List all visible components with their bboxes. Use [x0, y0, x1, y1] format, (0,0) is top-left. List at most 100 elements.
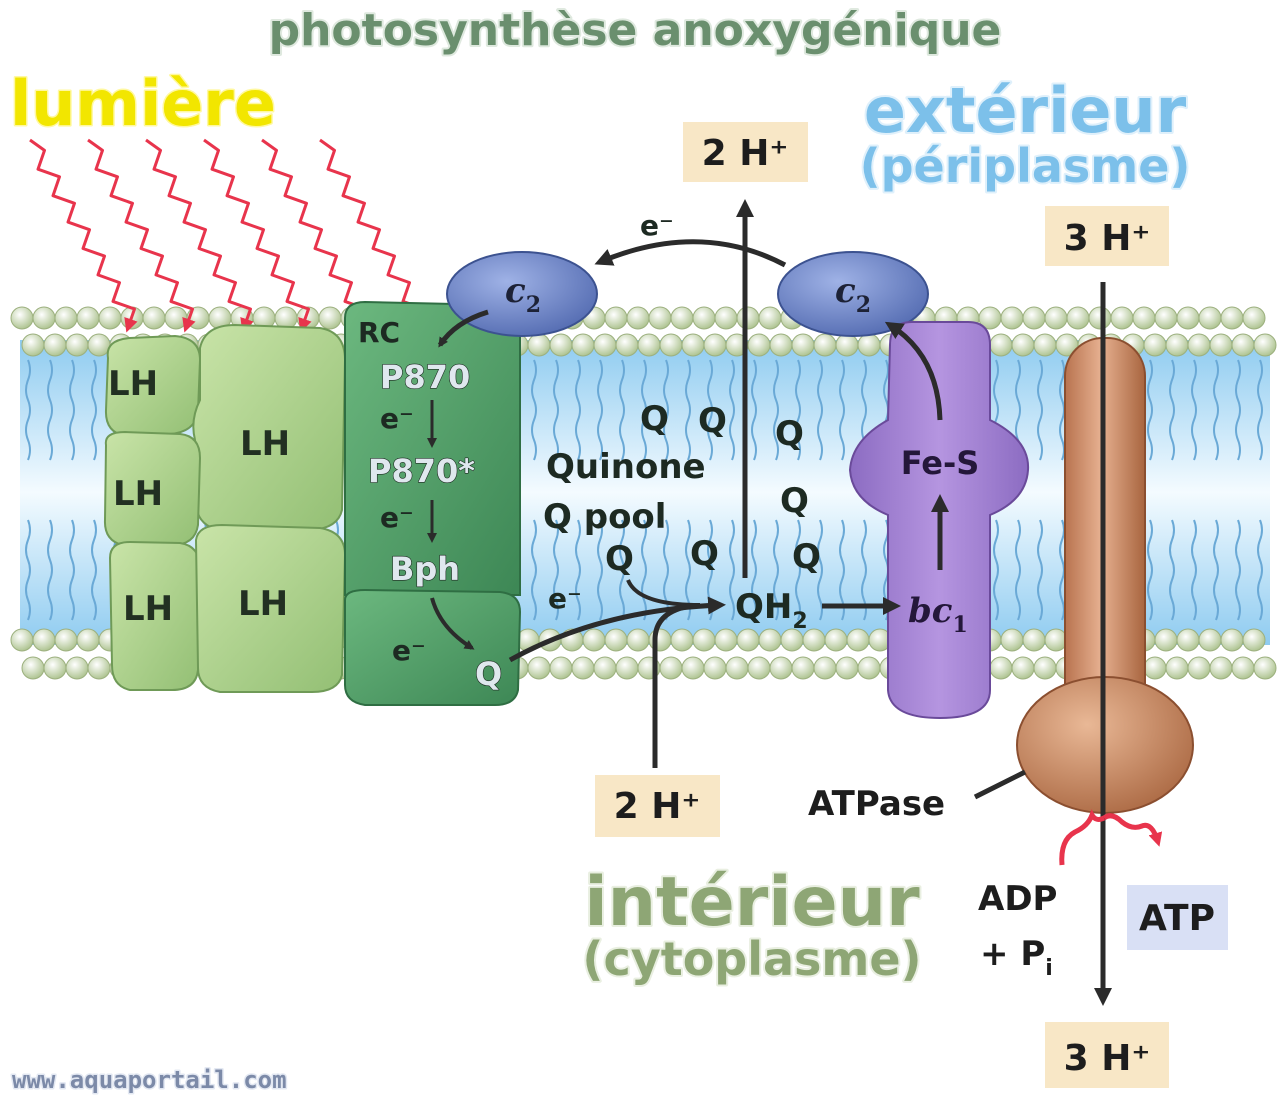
- lipid-head: [32, 306, 56, 330]
- lh-label-4: LH: [123, 589, 173, 629]
- lipid-head: [615, 333, 639, 357]
- lipid-tail: [619, 359, 625, 461]
- lipid-head: [703, 333, 727, 357]
- c2-left-label: c2: [505, 271, 541, 318]
- lipid-tail: [817, 359, 823, 461]
- proton-box-bottom: [595, 775, 720, 837]
- lipid-head: [813, 656, 837, 680]
- lipid-head: [1187, 656, 1211, 680]
- quinone-q-2: Q: [698, 401, 727, 441]
- lipid-tail: [91, 359, 97, 461]
- lipid-head: [1143, 656, 1167, 680]
- atpase-label: ATPase: [808, 784, 945, 824]
- lipid-head: [10, 628, 34, 652]
- bc1-label: bc1: [908, 591, 968, 638]
- lipid-head: [582, 628, 606, 652]
- lipid-head: [846, 628, 870, 652]
- arrow-bph-to-q: [430, 597, 475, 650]
- lipid-head: [824, 628, 848, 652]
- lh-label-1: LH: [108, 364, 158, 404]
- lipid-head: [989, 656, 1013, 680]
- quinone-q-7: Q: [792, 537, 821, 577]
- lipid-head: [681, 333, 705, 357]
- p870-label: P870: [380, 358, 470, 396]
- lipid-head: [98, 306, 122, 330]
- lipid-head: [747, 333, 771, 357]
- rc-label: RC: [358, 316, 400, 349]
- lh-label-3: LH: [113, 474, 163, 514]
- lipid-head: [769, 656, 793, 680]
- bph-label: Bph: [390, 550, 460, 588]
- lipid-head: [692, 306, 716, 330]
- light-wave-2: [87, 138, 196, 333]
- lipid-head: [87, 333, 111, 357]
- lipid-head: [1132, 306, 1156, 330]
- lipid-head: [142, 306, 166, 330]
- lipid-head: [1165, 656, 1189, 680]
- lipid-tail: [25, 519, 31, 621]
- lipid-tail: [1037, 519, 1043, 621]
- lipid-tail: [751, 359, 757, 461]
- arrow-c2-to-c2: [594, 239, 787, 268]
- lipid-head: [813, 333, 837, 357]
- lipid-head: [736, 306, 760, 330]
- atp-label: ATP: [1139, 898, 1215, 939]
- proton-label-top: 2 H⁺: [702, 133, 789, 174]
- lipid-tail: [751, 519, 757, 621]
- lipid-head: [989, 333, 1013, 357]
- lipid-head: [1176, 628, 1200, 652]
- lipid-tail: [47, 519, 53, 621]
- lipid-head: [1011, 656, 1035, 680]
- lipid-tail: [531, 359, 537, 461]
- rc-quinone: Q: [475, 655, 502, 693]
- lipid-head: [637, 333, 661, 357]
- quinone-pool-line1: Quinone: [546, 447, 706, 487]
- lipid-head: [527, 333, 551, 357]
- rc-lower: [344, 588, 522, 706]
- rc-electron-2: e⁻: [380, 501, 414, 534]
- lipid-tail: [817, 519, 823, 621]
- electron-label-pool: e⁻: [548, 582, 582, 615]
- fes-label: Fe-S: [901, 444, 980, 482]
- lipid-tail: [861, 519, 867, 621]
- lipid-tail: [47, 359, 53, 461]
- light-wave-3: [145, 138, 254, 333]
- atp-box: [1127, 885, 1228, 950]
- lipid-head: [1165, 333, 1189, 357]
- lh-block-2: [192, 323, 347, 531]
- lipid-head: [1198, 628, 1222, 652]
- pi-label: + Pi: [980, 934, 1053, 981]
- lipid-tail: [1037, 359, 1043, 461]
- lipid-head: [670, 306, 694, 330]
- lipid-head: [791, 656, 815, 680]
- lipid-tail: [685, 519, 691, 621]
- lipid-tail: [1257, 519, 1263, 621]
- lipid-head: [604, 628, 628, 652]
- lipid-head: [21, 333, 45, 357]
- atp-wave: [1102, 813, 1163, 847]
- lipid-head: [1231, 333, 1255, 357]
- lipid-head: [714, 628, 738, 652]
- light-wave-1: [29, 138, 138, 333]
- lipid-tail: [597, 519, 603, 621]
- lipid-head: [626, 306, 650, 330]
- rc-electron-3: e⁻: [392, 634, 426, 667]
- lipid-head: [1187, 333, 1211, 357]
- proton-label-atp-out: 3 H⁺: [1064, 1038, 1151, 1079]
- lipid-head: [659, 656, 683, 680]
- arrow-q-to-qh2: [508, 596, 726, 663]
- lipid-tail: [575, 359, 581, 461]
- lipid-head: [1242, 628, 1266, 652]
- proton-box-atp-in: [1045, 206, 1169, 266]
- lipid-head: [791, 333, 815, 357]
- lipid-tail: [575, 519, 581, 621]
- interior-subtitle: (cytoplasme): [582, 932, 921, 986]
- lh-label-5: LH: [238, 584, 288, 624]
- proton-box-atp-out: [1045, 1022, 1169, 1088]
- lipid-head: [76, 628, 100, 652]
- lipid-head: [725, 656, 749, 680]
- lipid-head: [65, 333, 89, 357]
- qh2-label: QH2: [735, 587, 808, 634]
- lipid-tail: [993, 519, 999, 621]
- lh-block-5: [194, 523, 347, 693]
